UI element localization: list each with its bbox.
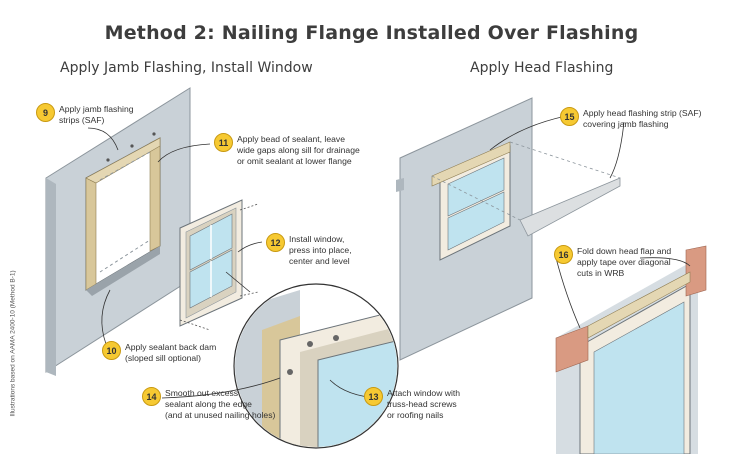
step-13-callout: 13 Attach window with truss-head screws … — [364, 387, 461, 421]
step-15-text: Apply head flashing strip (SAF) covering… — [583, 108, 702, 129]
right-panel-heading: Apply Head Flashing — [470, 60, 614, 76]
step-15-badge: 15 — [560, 107, 579, 126]
diagram-title: Method 2: Nailing Flange Installed Over … — [104, 22, 639, 44]
step-13-text: Attach window with truss-head screws or … — [387, 388, 461, 420]
left-panel-heading: Apply Jamb Flashing, Install Window — [60, 60, 313, 76]
left-wall-section — [45, 87, 191, 376]
step-9-text: Apply jamb flashing strips (SAF) — [59, 104, 134, 125]
step-16-callout: 16 Fold down head flap and apply tape ov… — [554, 245, 672, 279]
detail-zoom-circle — [225, 271, 399, 449]
step-16-badge: 16 — [554, 245, 573, 264]
step-12-badge: 12 — [266, 233, 285, 252]
right-wall-section — [396, 97, 621, 361]
step-15-callout: 15 Apply head flashing strip (SAF) cover… — [560, 107, 702, 130]
step-9-callout: 9 Apply jamb flashing strips (SAF) — [36, 103, 134, 126]
step-12-callout: 12 Install window, press into place, cen… — [266, 233, 352, 267]
step-14-callout: 14 Smooth out excess sealant along the e… — [142, 387, 276, 421]
step-10-text: Apply sealant back dam (sloped sill opti… — [125, 342, 217, 363]
step-11-callout: 11 Apply bead of sealant, leave wide gap… — [214, 133, 360, 167]
step-14-text: Smooth out excess sealant along the edge… — [165, 388, 276, 420]
window-unit-left — [179, 199, 259, 331]
step-9-badge: 9 — [36, 103, 55, 122]
step-16-text: Fold down head flap and apply tape over … — [577, 246, 672, 278]
step-12-text: Install window, press into place, center… — [289, 234, 352, 266]
step-11-badge: 11 — [214, 133, 233, 152]
step-10-callout: 10 Apply sealant back dam (sloped sill o… — [102, 341, 217, 364]
step-11-text: Apply bead of sealant, leave wide gaps a… — [237, 134, 360, 166]
step-13-badge: 13 — [364, 387, 383, 406]
step-14-badge: 14 — [142, 387, 161, 406]
step-10-badge: 10 — [102, 341, 121, 360]
right-detail-section — [555, 245, 707, 454]
